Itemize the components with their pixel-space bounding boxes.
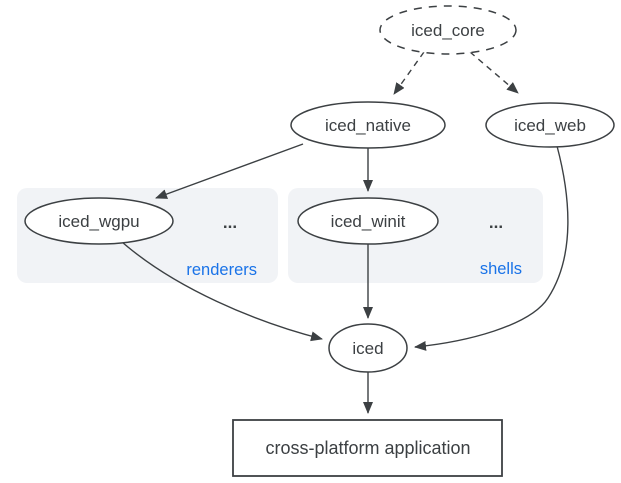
node-iced-shape	[328, 323, 408, 373]
node-application-label: cross-platform application	[265, 438, 470, 458]
node-iced-web-shape	[485, 102, 615, 148]
node-iced: iced	[328, 323, 408, 373]
group-renderers-ellipsis: ...	[223, 213, 237, 232]
node-iced-core-label: iced_core	[411, 21, 485, 40]
group-shells-ellipsis: ...	[489, 213, 503, 232]
node-iced-label: iced	[352, 339, 383, 358]
node-iced-native-shape	[290, 101, 446, 149]
node-iced-web: iced_web	[485, 102, 615, 148]
node-iced-core-shape	[379, 5, 517, 55]
node-iced-winit-shape	[297, 197, 439, 245]
node-iced-wgpu-shape	[24, 197, 174, 245]
edge-iced-wgpu-to-iced	[121, 241, 323, 342]
group-shells-label: shells	[480, 260, 522, 278]
node-application-shape	[232, 419, 503, 477]
edge-iced-core-to-iced-native	[393, 51, 425, 95]
node-iced-winit-label: iced_winit	[331, 212, 406, 231]
group-renderers-label: renderers	[186, 261, 257, 279]
node-iced-web-label: iced_web	[514, 116, 586, 135]
edge-iced-core-to-iced-web	[469, 51, 519, 94]
node-iced-native-label: iced_native	[325, 116, 411, 135]
node-iced-core: iced_core	[379, 5, 517, 55]
edge-iced-native-to-iced-wgpu	[155, 143, 304, 199]
node-iced-wgpu-label: iced_wgpu	[58, 212, 139, 231]
node-iced-winit: iced_winit	[297, 197, 439, 245]
edge-iced-web-to-iced	[414, 145, 569, 351]
node-iced-native: iced_native	[290, 101, 446, 149]
node-application: cross-platform application	[232, 419, 503, 477]
node-iced-wgpu: iced_wgpu	[24, 197, 174, 245]
